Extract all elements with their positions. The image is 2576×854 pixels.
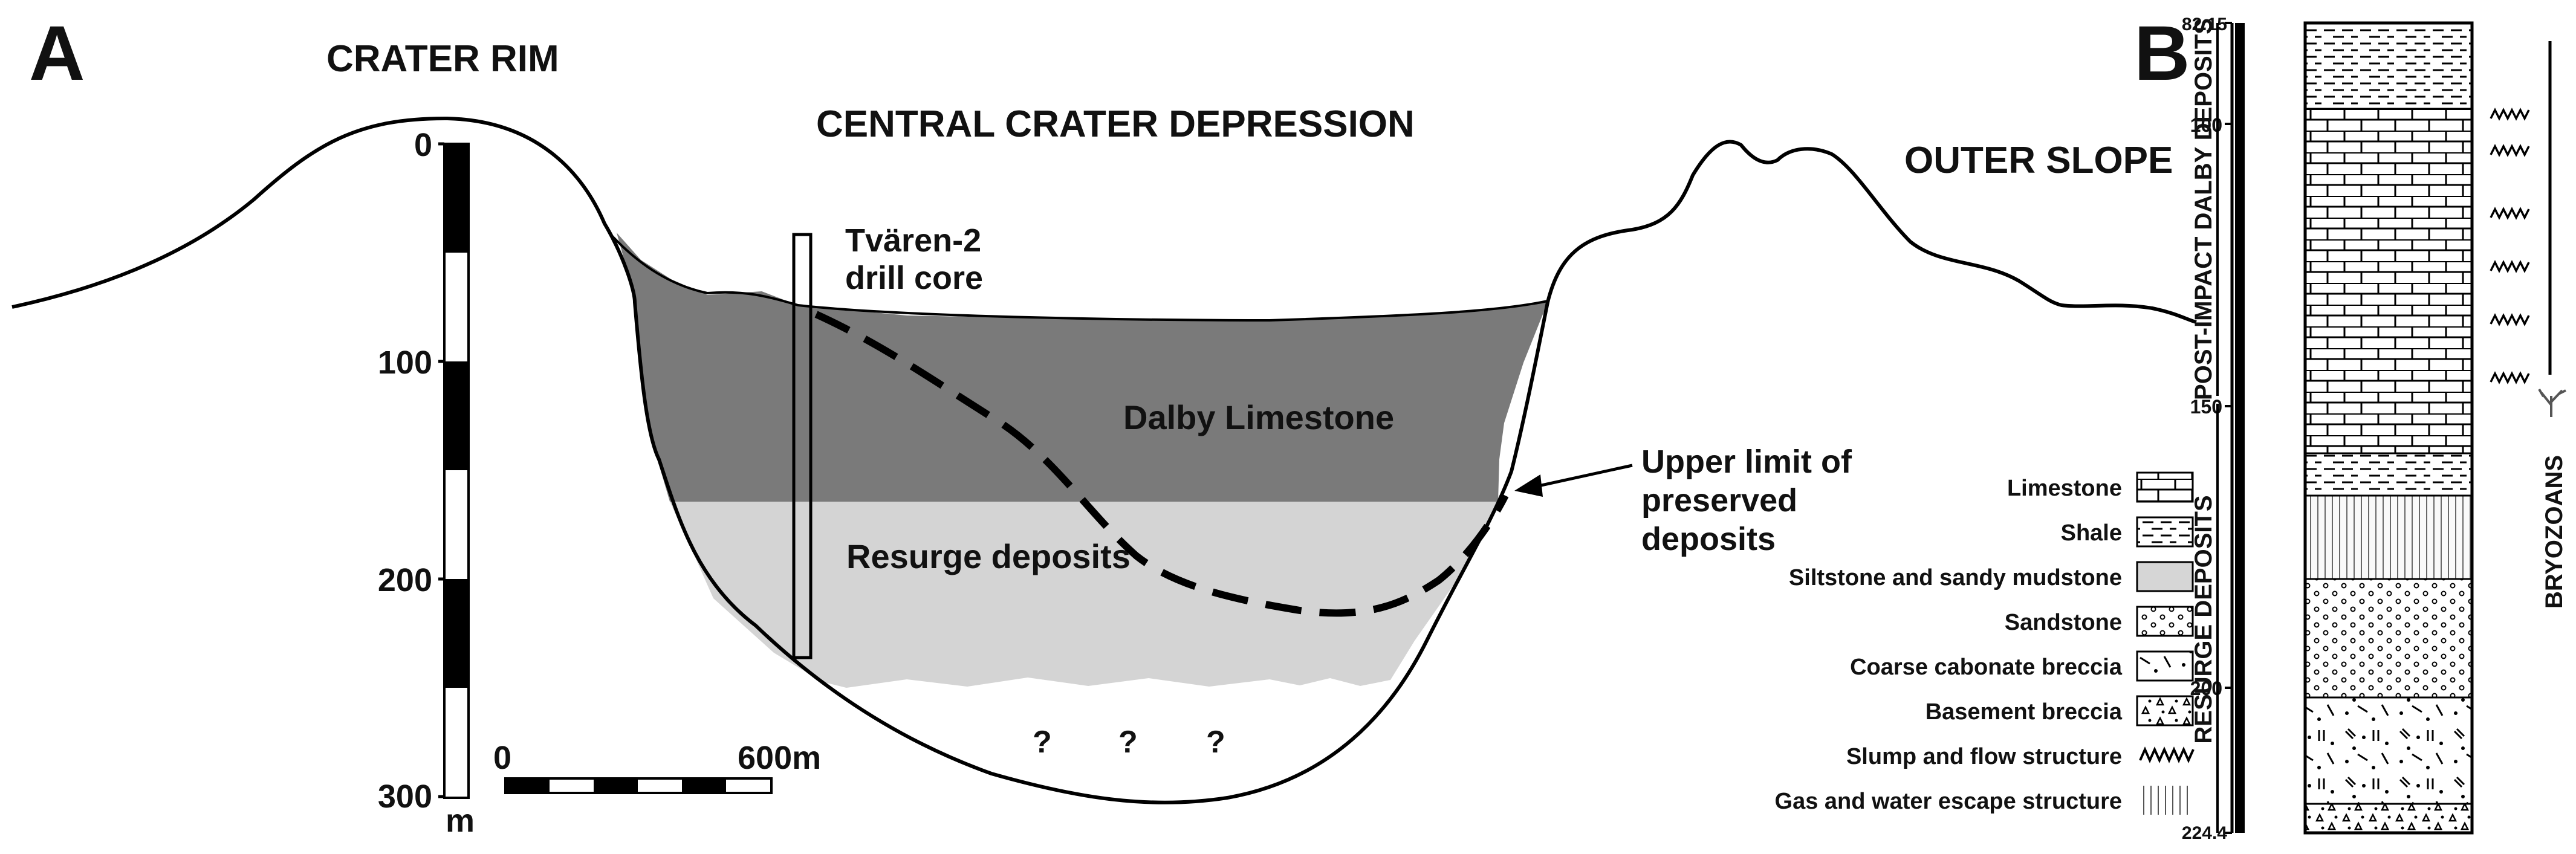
legend-label-carbonate-breccia: Coarse cabonate breccia <box>1850 655 2123 680</box>
layer-carbonate-breccia <box>2305 697 2472 804</box>
scale-end-label: 600m <box>738 740 821 776</box>
layer-basement-breccia <box>2305 804 2472 833</box>
column-depth-82: 82.15 <box>2182 15 2227 34</box>
layer-shale-top <box>2305 23 2472 109</box>
unknown-mark-3: ? <box>1206 725 1225 760</box>
panel-b-label: B <box>2134 10 2190 97</box>
legend-label-limestone: Limestone <box>2007 476 2122 501</box>
resurge-bracket-label: RESURGE DEPOSITS <box>2190 495 2217 743</box>
post-impact-label: POST-IMPACT DALBY DEPOSITS <box>2190 18 2217 400</box>
bryozoan-fossil-icon <box>2538 388 2566 417</box>
stratigraphic-column <box>2303 21 2474 835</box>
upper-limit-label-1: Upper limit of <box>1641 444 1852 480</box>
legend-label-sandstone: Sandstone <box>2005 610 2122 635</box>
heading-crater-rim: CRATER RIM <box>326 38 559 80</box>
depth-unit: m <box>446 803 475 839</box>
slump-markers <box>2490 108 2530 384</box>
legend-label-shale: Shale <box>2061 520 2122 546</box>
slump-icon <box>2490 144 2530 157</box>
bryozoans-label: BRYOZOANS <box>2541 455 2568 609</box>
legend-swatch-shale <box>2136 516 2194 548</box>
dalby-limestone-fill <box>617 233 1548 502</box>
legend-swatch-carbonate-breccia <box>2136 650 2194 682</box>
legend-swatch-sandstone <box>2136 606 2194 637</box>
upper-limit-arrow-shaft <box>1535 464 1633 488</box>
layer-gas-escape <box>2305 496 2472 579</box>
drill-core-label-1: Tvären-2 <box>845 222 981 259</box>
depth-tick-300: 300 <box>378 778 432 815</box>
resurge-deposits-label: Resurge deposits <box>846 537 1131 575</box>
upper-limit-dashed-line <box>814 311 1509 617</box>
panel-a-label: A <box>29 10 85 97</box>
layer-shale-mid <box>2305 453 2472 496</box>
legend-swatch-gas-escape <box>2137 786 2193 815</box>
slump-icon <box>2490 108 2530 121</box>
legend-label-basement-breccia: Basement breccia <box>1926 699 2123 725</box>
column-marker-strip <box>2235 23 2245 833</box>
slump-icon <box>2490 260 2530 273</box>
heading-outer-slope: OUTER SLOPE <box>1904 140 2173 181</box>
slump-icon <box>2490 371 2530 384</box>
legend-swatch-limestone <box>2136 471 2194 503</box>
legend-label-slump: Slump and flow structure <box>1846 744 2122 769</box>
legend-label-gas-escape: Gas and water escape structure <box>1775 789 2122 814</box>
layer-limestone <box>2305 109 2472 453</box>
resurge-deposits-fill <box>670 502 1498 688</box>
dalby-top-line <box>611 235 1548 322</box>
legend-swatch-siltstone <box>2136 561 2194 592</box>
legend: Limestone Shale Siltstone and sandy muds… <box>1775 471 2195 815</box>
slump-icon <box>2490 207 2530 220</box>
drill-core-label-2: drill core <box>845 260 983 296</box>
horizontal-scale-bar <box>504 777 773 794</box>
legend-swatch-slump-icon <box>2139 746 2195 763</box>
unknown-mark-2: ? <box>1118 725 1138 760</box>
legend-label-siltstone: Siltstone and sandy mudstone <box>1789 565 2122 590</box>
column-depth-224: 224.4 <box>2182 823 2227 843</box>
depth-scale <box>438 142 470 799</box>
legend-swatch-basement-breccia <box>2136 695 2194 726</box>
drill-core-tube <box>792 233 813 659</box>
upper-limit-arrow-head-icon <box>1514 474 1543 497</box>
crater-profile-line <box>11 116 2197 804</box>
heading-central-crater-depression: CENTRAL CRATER DEPRESSION <box>816 103 1415 145</box>
upper-limit-label-2: preserved <box>1641 482 1797 519</box>
layer-sandstone <box>2305 579 2472 697</box>
dalby-limestone-label: Dalby Limestone <box>1123 398 1394 436</box>
depth-tick-200: 200 <box>378 562 432 598</box>
depth-tick-100: 100 <box>378 345 432 381</box>
slump-icon <box>2490 313 2530 326</box>
depth-tick-0: 0 <box>414 127 432 163</box>
upper-limit-label-3: deposits <box>1641 521 1776 557</box>
unknown-mark-1: ? <box>1033 725 1052 760</box>
scale-start-label: 0 <box>493 740 511 776</box>
